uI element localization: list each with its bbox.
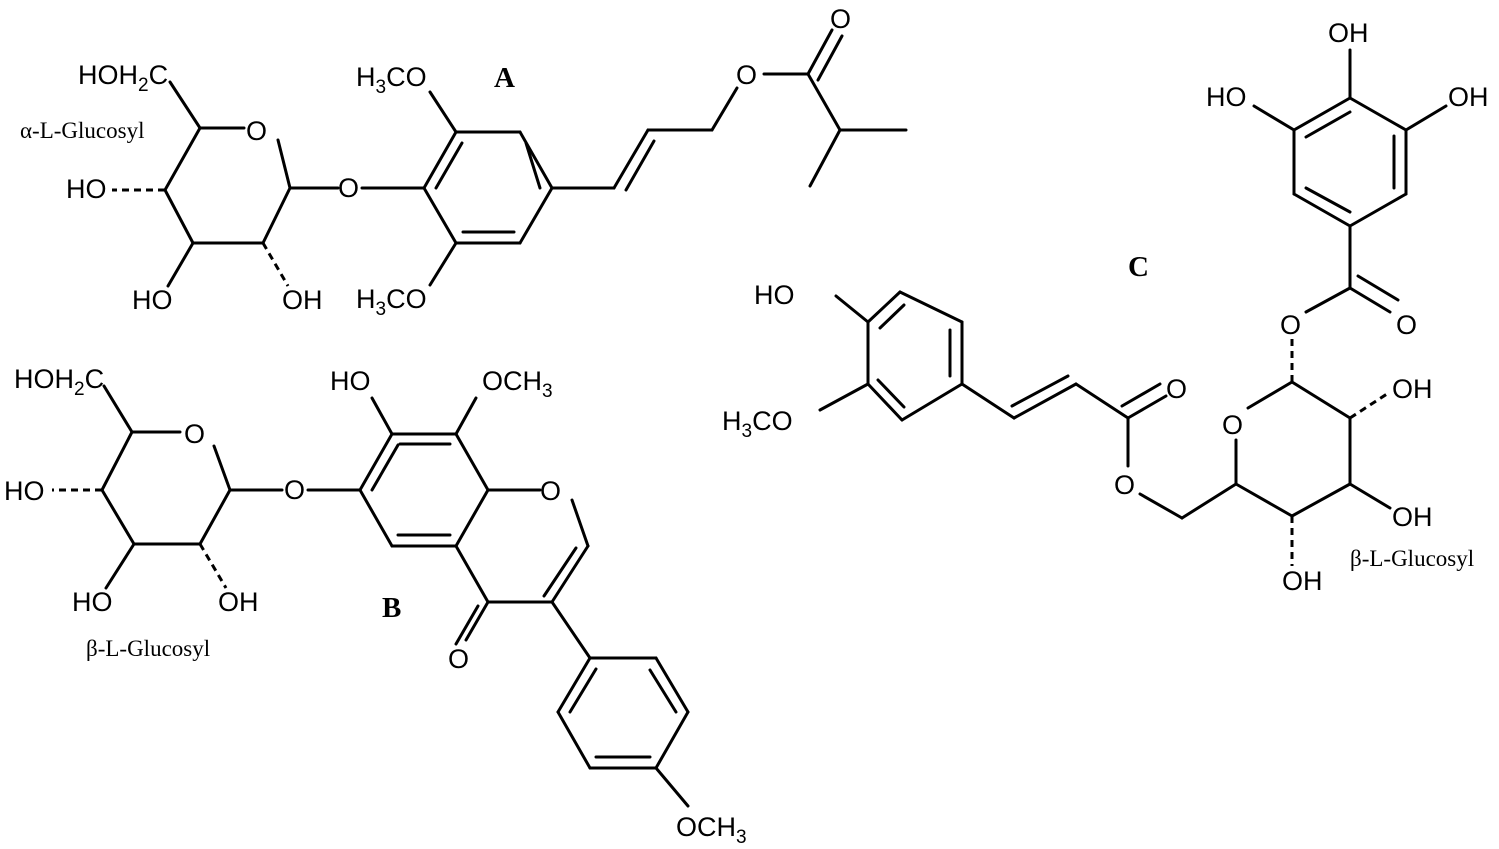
compound-b-phenyl-ring <box>556 656 690 808</box>
compound-c-sugar-label: β-L-Glucosyl <box>1350 546 1474 571</box>
compound-a-oh-c2: OH <box>282 285 323 315</box>
compound-a-oh-c4: HO <box>66 174 107 204</box>
compound-a: A α-L-Glucosyl O O HOH2C HO HO OH <box>20 4 908 320</box>
compound-c-ring-oxygen: O <box>1222 410 1243 440</box>
compound-b-glycosidic-oxygen: O <box>284 475 305 505</box>
compound-c-galloyl-oh-meta-right: OH <box>1448 82 1489 112</box>
compound-a-sugar-ring <box>112 80 340 288</box>
compound-a-glycosidic-oxygen: O <box>338 173 359 203</box>
compound-c-galloyl-ester-oxygen: O <box>1280 310 1301 340</box>
compound-b-ketone-oxygen: O <box>448 644 469 674</box>
compound-a-benzene-ring <box>360 28 908 287</box>
compound-c-galloyl-carbonyl-oxygen: O <box>1396 310 1417 340</box>
compound-c: C β-L-Glucosyl HO H3CO O <box>722 18 1489 596</box>
compound-a-carbonyl-oxygen: O <box>830 4 851 34</box>
compound-b-sugar-label: β-L-Glucosyl <box>86 636 210 661</box>
compound-c-oh-c2: OH <box>1392 374 1433 404</box>
compound-a-oh-c3: HO <box>132 285 173 315</box>
compound-b-ring-oxygen: O <box>184 419 205 449</box>
compound-b-label: B <box>382 592 401 624</box>
compound-b-och3-top: OCH3 <box>482 366 553 402</box>
compound-a-label: A <box>494 62 515 94</box>
compound-c-feruloyl-ring <box>818 290 1238 520</box>
compound-c-ho: HO <box>754 280 795 310</box>
compound-c-feruloyl-carbonyl-oxygen: O <box>1166 374 1187 404</box>
compound-b-oh-c2: OH <box>218 587 259 617</box>
compound-c-sugar-ring <box>1234 336 1392 566</box>
compound-b-oh-c4: HO <box>4 476 45 506</box>
compound-a-hoh2c-group: HOH2C <box>78 60 168 96</box>
compound-b-pyran-oxygen: O <box>540 476 561 506</box>
compound-a-sugar-label: α-L-Glucosyl <box>20 118 144 143</box>
compound-a-hoh2c: HOH2C <box>78 60 168 96</box>
compound-c-label: C <box>1128 251 1149 283</box>
compound-b: B β-L-Glucosyl O O HOH2C HO HO OH <box>4 364 747 848</box>
compound-c-galloyl-ring <box>1252 48 1448 314</box>
compound-a-ring-oxygen: O <box>246 116 267 146</box>
compound-c-oh-c3: OH <box>1392 502 1433 532</box>
compound-b-och3-bottom: OCH3 <box>676 812 747 848</box>
compound-c-galloyl-oh-meta-left: HO <box>1206 82 1247 112</box>
compound-a-ester-oxygen: O <box>736 60 757 90</box>
compound-b-ho: HO <box>330 366 371 396</box>
compound-c-feruloyl-ester-oxygen: O <box>1114 470 1135 500</box>
compound-a-h3co-bottom: H3CO <box>356 284 427 320</box>
compound-b-hoh2c: HOH2C <box>14 364 104 400</box>
compound-a-h3co-top: H3CO <box>356 62 427 98</box>
compound-b-isoflavone-core <box>306 396 592 660</box>
compound-c-galloyl-oh-para: OH <box>1328 18 1369 48</box>
compound-c-h3co: H3CO <box>722 406 793 442</box>
compound-b-sugar-ring <box>52 384 284 590</box>
compound-c-oh-c4: OH <box>1282 566 1323 596</box>
compound-b-oh-c3: HO <box>72 587 113 617</box>
